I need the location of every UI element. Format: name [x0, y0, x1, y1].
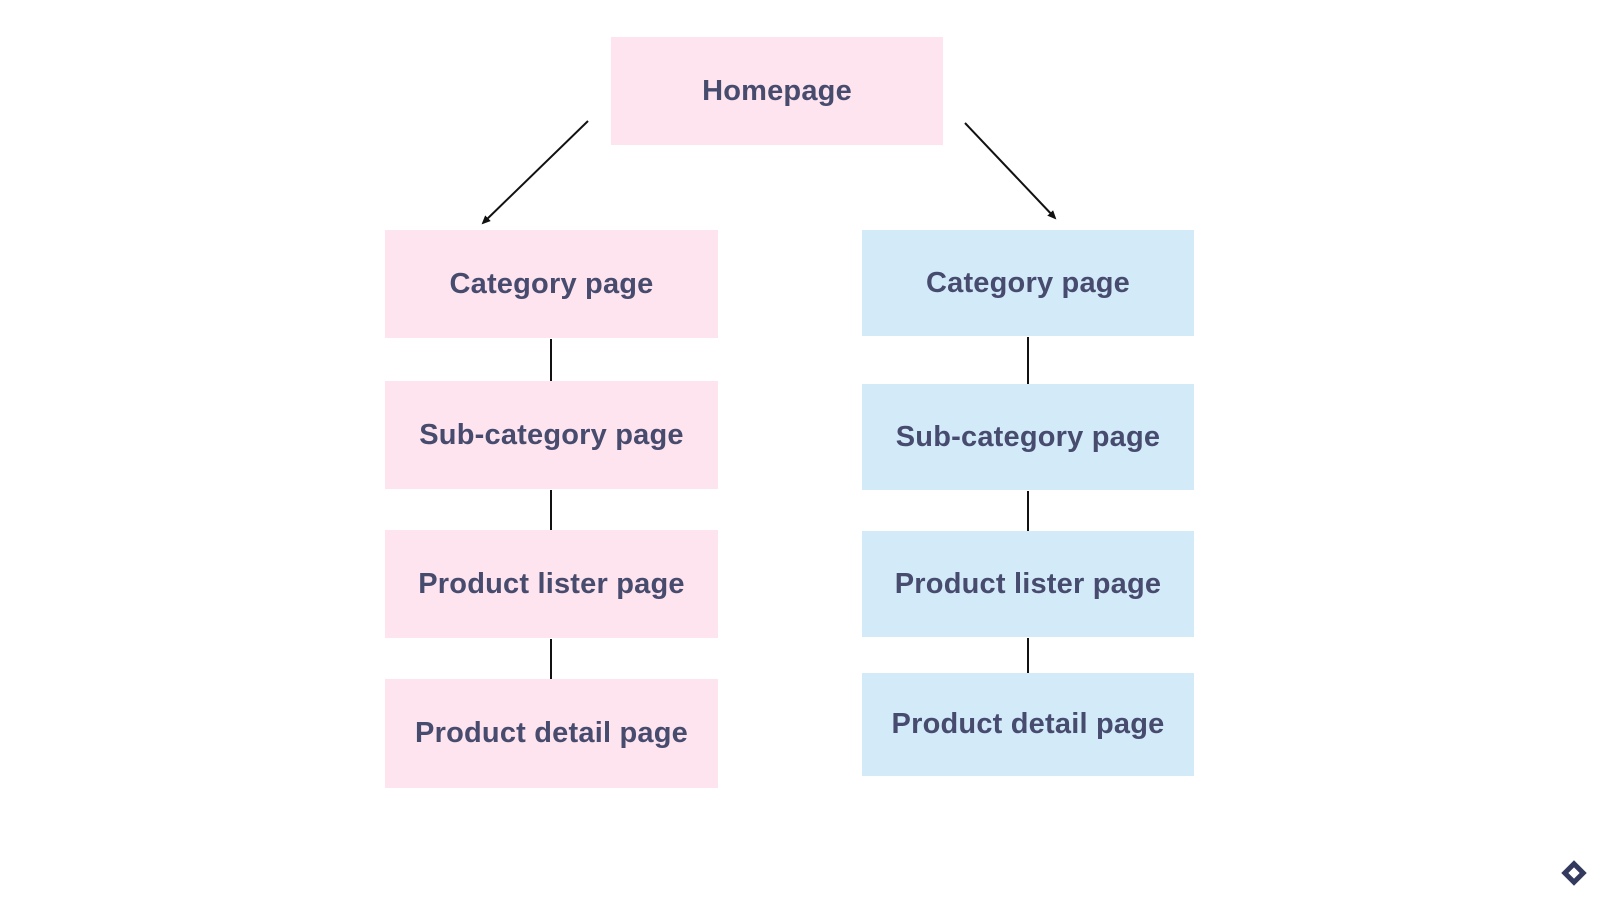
node-homepage-label: Homepage — [702, 74, 852, 107]
node-product-detail-left: Product detail page — [385, 679, 718, 788]
edge-homepage-to-category-left — [481, 120, 589, 225]
node-product-detail-left-label: Product detail page — [415, 717, 688, 749]
node-category-left-label: Category page — [449, 267, 654, 300]
node-product-lister-right-label: Product lister page — [894, 567, 1162, 600]
edge-homepage-to-category-right — [964, 122, 1057, 220]
node-subcategory-left: Sub-category page — [385, 381, 718, 489]
node-category-left: Category page — [385, 230, 718, 338]
node-subcategory-right-label: Sub-category page — [895, 420, 1161, 453]
node-homepage: Homepage — [611, 37, 943, 145]
node-product-detail-right: Product detail page — [862, 673, 1194, 776]
node-product-lister-right: Product lister page — [862, 531, 1194, 637]
node-category-right: Category page — [862, 230, 1194, 336]
node-product-detail-right-label: Product detail page — [891, 708, 1165, 740]
node-subcategory-left-label: Sub-category page — [419, 418, 684, 451]
node-product-lister-left-label: Product lister page — [418, 567, 685, 600]
node-product-lister-left: Product lister page — [385, 530, 718, 638]
node-category-right-label: Category page — [925, 266, 1131, 299]
diamond-logo-icon — [1561, 860, 1587, 886]
node-subcategory-right: Sub-category page — [862, 384, 1194, 490]
